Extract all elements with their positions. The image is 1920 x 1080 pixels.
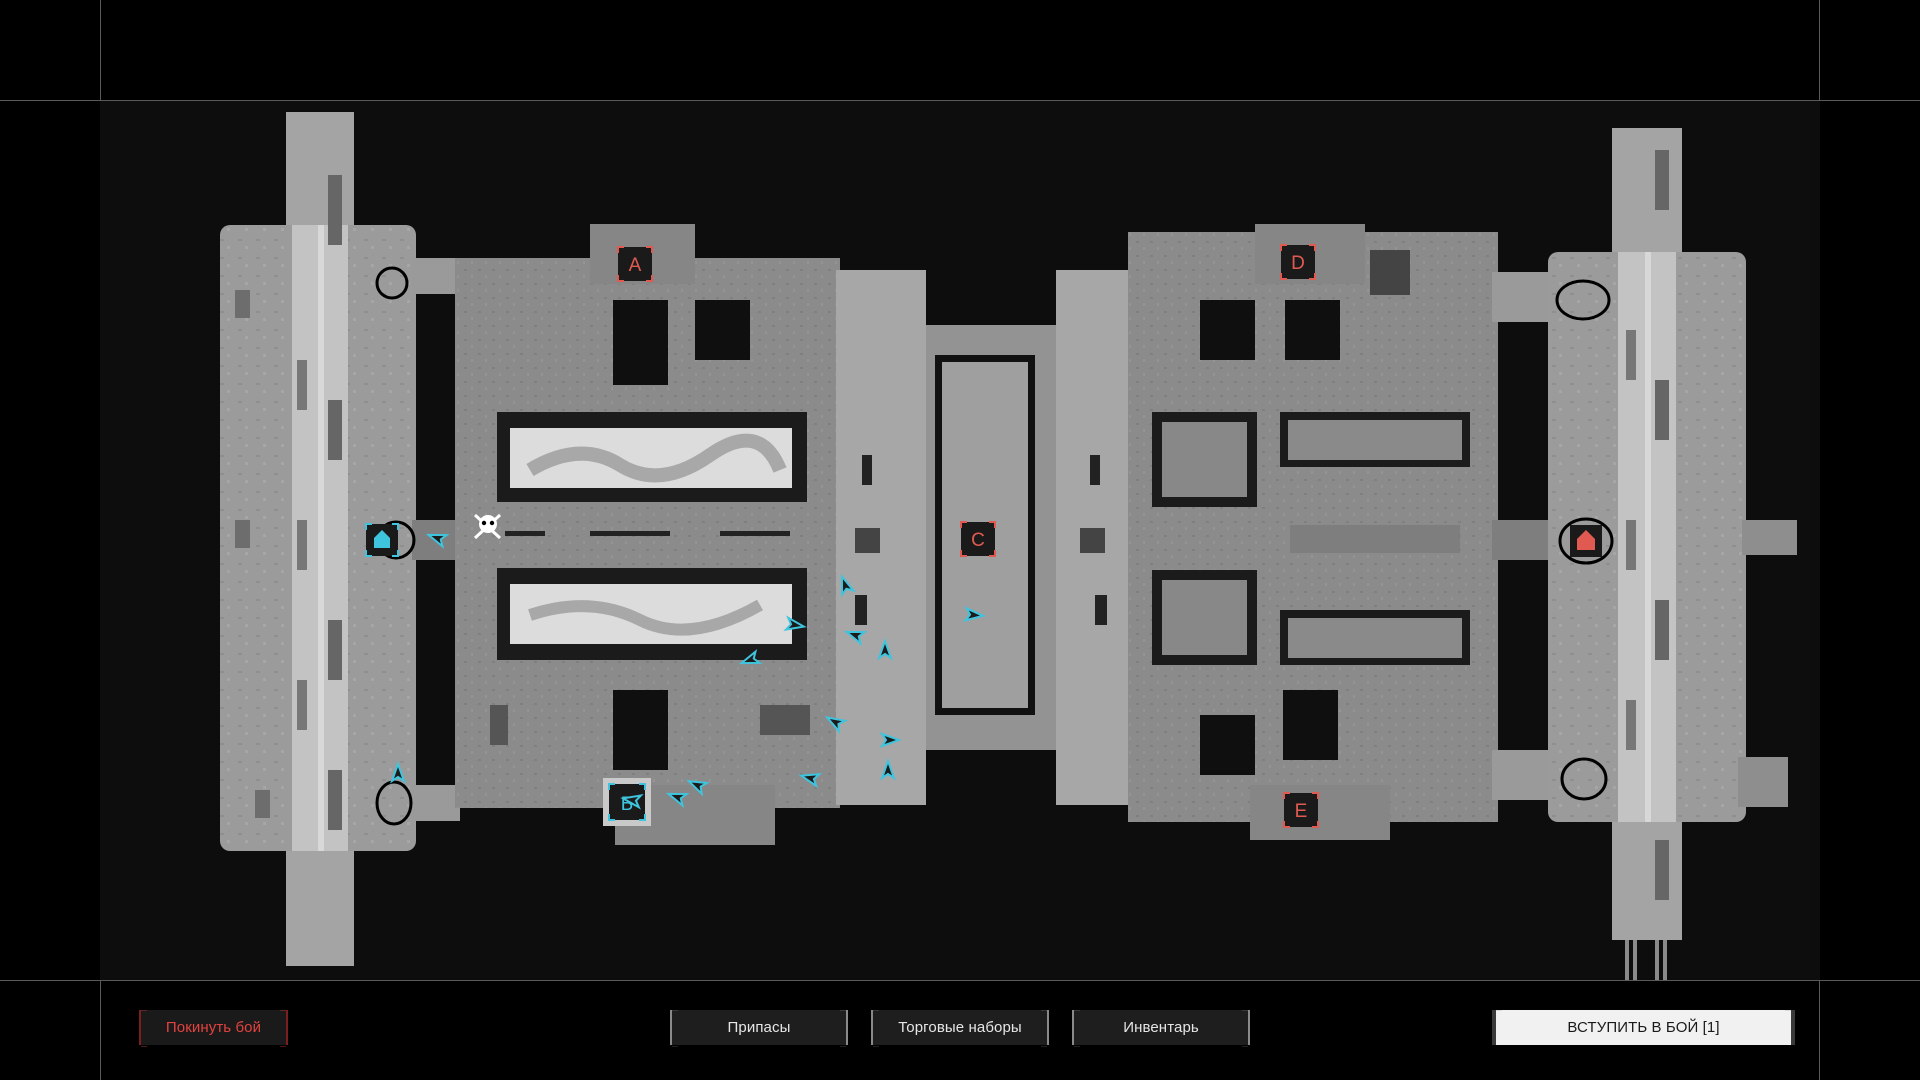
corridor — [1492, 750, 1552, 800]
corridor — [412, 785, 460, 821]
right-building — [1128, 224, 1498, 840]
supplies-label: Припасы — [727, 1019, 791, 1036]
ally-unit-arrow-icon — [783, 615, 807, 631]
corridor — [1492, 520, 1552, 560]
ally-unit-arrow-icon — [879, 732, 903, 748]
enemy-base-icon[interactable] — [1570, 525, 1602, 557]
ally-unit-arrow-icon — [665, 792, 690, 809]
leave-battle-label: Покинуть бой — [165, 1019, 262, 1036]
ally-unit-arrow-icon — [840, 573, 857, 598]
ally-base-icon[interactable] — [365, 523, 399, 557]
exit-ring[interactable] — [1558, 517, 1614, 565]
ally-units — [390, 533, 986, 810]
ally-unit-arrow-icon — [798, 773, 823, 789]
inventory-label: Инвентарь — [1123, 1019, 1199, 1036]
capture-point-label: D — [1291, 253, 1305, 274]
ally-unit-arrow-icon — [824, 715, 849, 735]
ally-unit-arrow-icon — [877, 637, 893, 661]
ally-unit-arrow-icon — [880, 757, 896, 781]
corridor — [1492, 272, 1552, 322]
left-spawn-zone — [220, 112, 416, 966]
capture-point-label: A — [629, 255, 642, 276]
join-battle-button[interactable]: ВСТУПИТЬ В БОЙ [1] — [1492, 1010, 1795, 1047]
frame-line-bottom — [0, 980, 1920, 981]
ally-unit-arrow-icon — [962, 606, 986, 622]
trade-sets-label: Торговые наборы — [898, 1019, 1022, 1036]
ally-unit-arrow-icon — [425, 533, 450, 550]
frame-line-top — [0, 100, 1920, 101]
capture-point-c[interactable]: C — [960, 521, 996, 557]
exit-ring[interactable] — [1560, 757, 1608, 801]
capture-point-b[interactable]: Б — [603, 778, 651, 826]
exit-ring[interactable] — [375, 780, 413, 826]
left-building — [455, 224, 840, 845]
exit-ring[interactable] — [1555, 279, 1611, 321]
leave-battle-button[interactable]: Покинуть бой — [139, 1010, 288, 1047]
corridor — [412, 258, 460, 294]
capture-point-label: E — [1295, 801, 1308, 822]
capture-point-e[interactable]: E — [1283, 792, 1319, 828]
capture-point-d[interactable]: D — [1280, 244, 1316, 280]
capture-point-label: C — [971, 530, 985, 551]
trade-sets-button[interactable]: Торговые наборы — [871, 1010, 1049, 1047]
exit-ring[interactable] — [375, 266, 409, 300]
capture-point-a[interactable]: A — [617, 246, 653, 282]
ally-unit-arrow-icon — [686, 779, 710, 797]
right-spawn-zone — [1548, 128, 1797, 980]
ally-unit-arrow-icon — [738, 648, 763, 665]
ally-unit-arrow-icon — [390, 760, 406, 784]
join-battle-label: ВСТУПИТЬ В БОЙ [1] — [1567, 1019, 1720, 1036]
supplies-button[interactable]: Припасы — [670, 1010, 848, 1047]
inventory-button[interactable]: Инвентарь — [1072, 1010, 1250, 1047]
skull-icon — [473, 513, 502, 540]
ally-unit-arrow-icon — [620, 794, 644, 810]
ally-unit-arrow-icon — [843, 630, 868, 647]
